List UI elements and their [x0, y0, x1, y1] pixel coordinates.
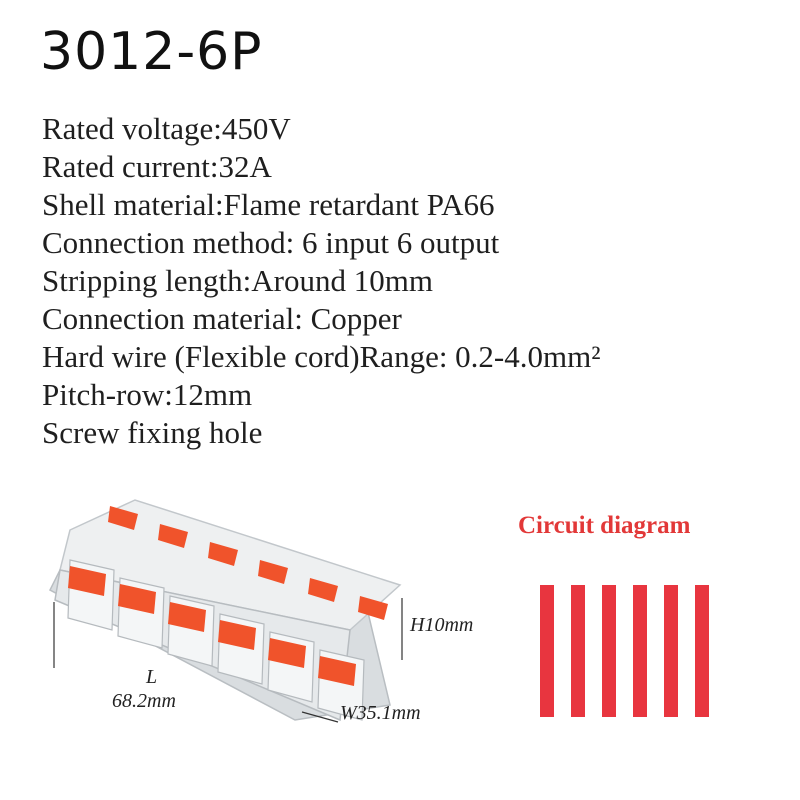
- lever-back: [358, 596, 388, 620]
- spec-list: Rated voltage:450V Rated current:32A She…: [42, 110, 782, 452]
- lever-back: [308, 578, 338, 602]
- connector-illustration: [49, 499, 403, 723]
- spec-stripping-length: Stripping length:Around 10mm: [42, 263, 433, 298]
- lever-back: [158, 524, 188, 548]
- height-dimension-label: H10mm: [410, 614, 474, 636]
- spec-rated-voltage: Rated voltage:450V: [42, 111, 291, 146]
- spec-connection-method: Connection method: 6 input 6 output: [42, 225, 500, 260]
- spec-shell-material: Shell material:Flame retardant PA66: [42, 187, 495, 222]
- circuit-bar: [695, 585, 709, 717]
- lever-front: [268, 638, 306, 668]
- circuit-bar: [571, 585, 585, 717]
- lever-front: [218, 620, 256, 650]
- width-dimension-label: W35.1mm: [340, 702, 421, 724]
- circuit-bar: [633, 585, 647, 717]
- lever-back: [108, 506, 138, 530]
- spec-pitch-row: Pitch-row:12mm: [42, 377, 253, 412]
- length-dimension-letter: L: [146, 666, 158, 688]
- product-model-title: 3012-6P: [40, 22, 263, 82]
- circuit-bar: [664, 585, 678, 717]
- lever-back: [208, 542, 238, 566]
- spec-rated-current: Rated current:32A: [42, 149, 272, 184]
- spec-connection-material: Connection material: Copper: [42, 301, 402, 336]
- lever-back: [258, 560, 288, 584]
- lever-front: [68, 566, 106, 596]
- length-dimension-label: 68.2mm: [112, 690, 176, 712]
- circuit-bar: [540, 585, 554, 717]
- lever-front: [318, 656, 356, 686]
- spec-screw-hole: Screw fixing hole: [42, 415, 263, 450]
- circuit-diagram-title: Circuit diagram: [518, 512, 691, 539]
- circuit-bar: [602, 585, 616, 717]
- width-dimension-line: [301, 711, 339, 723]
- circuit-diagram: [540, 585, 709, 717]
- lever-front: [168, 602, 206, 632]
- lever-front: [118, 584, 156, 614]
- spec-wire-range: Hard wire (Flexible cord)Range: 0.2-4.0m…: [42, 339, 601, 374]
